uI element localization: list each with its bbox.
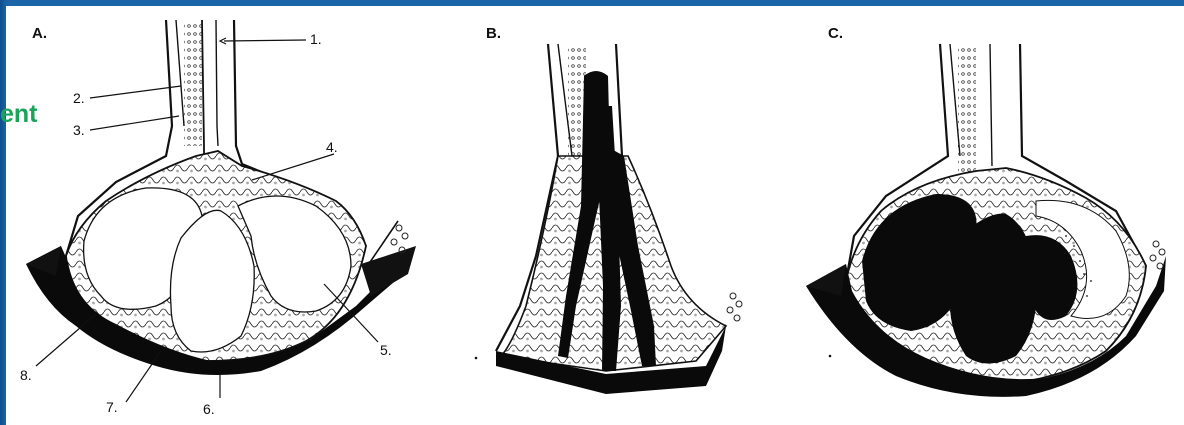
sinus-diagram: A. 1. 2. (6, 6, 1184, 425)
panel-c-blood-vessel (958, 46, 976, 172)
panel-a-label: A. (32, 25, 47, 42)
callout-4: 4. (326, 139, 338, 155)
callout-7: 7. (106, 399, 118, 415)
panel-c: C. (806, 25, 1166, 397)
panel-c-label: C. (828, 25, 843, 42)
panel-a: A. 1. 2. (20, 20, 416, 417)
callout-2: 2. (73, 90, 85, 106)
panel-a-duct (216, 20, 218, 146)
callout-5: 5. (380, 342, 392, 358)
panel-b: B. (475, 25, 742, 394)
panel-b-label: B. (486, 25, 501, 42)
panel-a-blood-vessel (184, 22, 202, 146)
callout-3: 3. (73, 122, 85, 138)
callout-8: 8. (20, 367, 32, 383)
callout-6: 6. (203, 401, 215, 417)
callout-1: 1. (310, 31, 322, 47)
